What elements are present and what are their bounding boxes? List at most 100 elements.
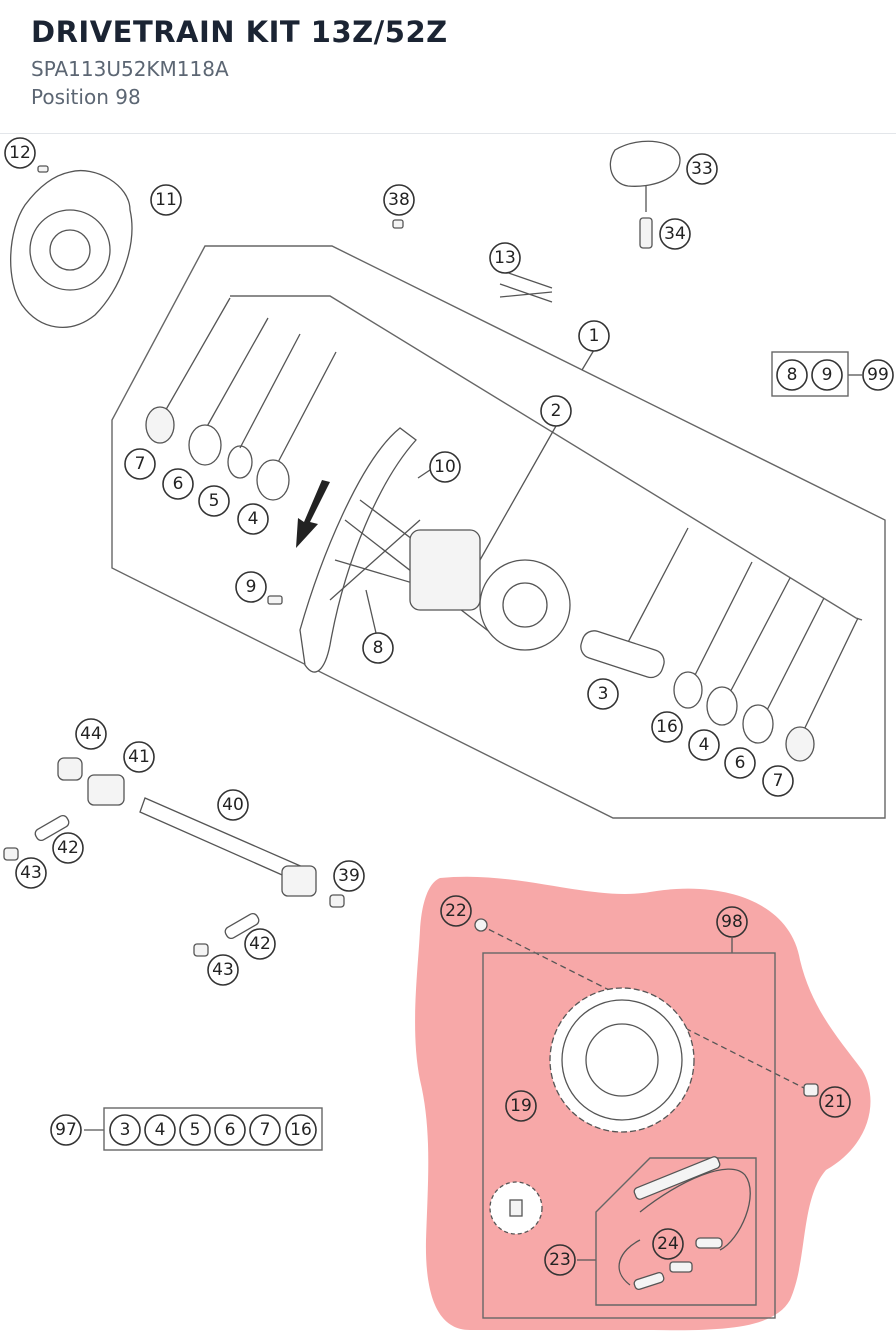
callout-40[interactable]: 40	[217, 789, 249, 821]
callout-5[interactable]: 5	[198, 485, 230, 517]
callout-12[interactable]: 12	[4, 137, 36, 169]
svg-text:21: 21	[824, 1092, 846, 1112]
callout-16[interactable]: 16	[651, 711, 683, 743]
callout-24[interactable]: 24	[652, 1228, 684, 1260]
distance-ring	[673, 671, 703, 709]
callout-44[interactable]: 44	[75, 718, 107, 750]
callout-6-right[interactable]: 6	[724, 747, 756, 779]
svg-text:11: 11	[155, 190, 177, 210]
svg-text:7: 7	[135, 454, 146, 474]
callout-3[interactable]: 3	[587, 678, 619, 710]
callout-34[interactable]: 34	[659, 218, 691, 250]
svg-text:9: 9	[822, 365, 833, 385]
callout-7-right[interactable]: 7	[762, 765, 794, 797]
callout-33[interactable]: 33	[686, 153, 718, 185]
svg-text:6: 6	[173, 474, 184, 494]
group-99-label[interactable]: 99	[862, 359, 894, 391]
callout-38[interactable]: 38	[383, 184, 415, 216]
svg-text:4: 4	[248, 509, 259, 529]
svg-text:3: 3	[598, 684, 609, 704]
sprocket-bolt	[474, 918, 488, 932]
sprocket-nut	[803, 1083, 819, 1097]
callout-6-left[interactable]: 6	[162, 468, 194, 500]
svg-text:3: 3	[120, 1120, 131, 1140]
chain-box	[595, 1157, 757, 1306]
svg-text:44: 44	[80, 724, 102, 744]
svg-text:40: 40	[222, 795, 244, 815]
svg-text:42: 42	[249, 934, 271, 954]
callout-1[interactable]: 1	[578, 320, 610, 352]
spacer-left	[145, 406, 175, 444]
svg-text:9: 9	[246, 577, 257, 597]
bearing-left	[256, 459, 290, 501]
callout-21[interactable]: 21	[819, 1086, 851, 1118]
chain-link	[669, 1261, 693, 1273]
group-97-item[interactable]: 3	[109, 1114, 141, 1146]
seal-right	[742, 704, 774, 744]
callout-9[interactable]: 9	[235, 571, 267, 603]
callout-43-left[interactable]: 43	[15, 857, 47, 889]
group-97-item[interactable]: 7	[249, 1114, 281, 1146]
svg-text:6: 6	[225, 1120, 236, 1140]
callout-41[interactable]: 41	[123, 741, 155, 773]
group-97-item[interactable]: 16	[285, 1114, 317, 1146]
svg-text:8: 8	[787, 365, 798, 385]
group-97-item[interactable]: 5	[179, 1114, 211, 1146]
group-97-box	[103, 1107, 323, 1151]
svg-text:19: 19	[510, 1096, 532, 1116]
svg-text:7: 7	[260, 1120, 271, 1140]
callout-13[interactable]: 13	[489, 242, 521, 274]
adjuster-screw-right	[224, 912, 260, 940]
bearing-group-frame	[230, 295, 863, 621]
group-97-label[interactable]: 97	[50, 1114, 82, 1146]
callout-98[interactable]: 98	[716, 906, 748, 938]
chain-guide	[609, 140, 681, 212]
front-sprocket	[489, 1181, 543, 1235]
callout-43-right[interactable]: 43	[207, 954, 239, 986]
callout-10[interactable]: 10	[429, 451, 461, 483]
group-97-item[interactable]: 6	[214, 1114, 246, 1146]
callout-7-left[interactable]: 7	[124, 448, 156, 480]
callout-4-right[interactable]: 4	[688, 729, 720, 761]
group-99-item[interactable]: 9	[811, 359, 843, 391]
rear-sprocket	[549, 987, 695, 1133]
svg-text:2: 2	[551, 401, 562, 421]
adjuster-screw-left	[34, 814, 70, 842]
svg-text:99: 99	[867, 365, 889, 385]
svg-text:98: 98	[721, 912, 743, 932]
circlip-left	[227, 445, 253, 479]
callout-39[interactable]: 39	[333, 860, 365, 892]
drive-chain	[618, 1156, 751, 1291]
callout-4-left[interactable]: 4	[237, 503, 269, 535]
svg-text:10: 10	[434, 457, 456, 477]
svg-text:39: 39	[338, 866, 360, 886]
callout-42-left[interactable]: 42	[52, 832, 84, 864]
svg-text:5: 5	[190, 1120, 201, 1140]
svg-text:5: 5	[209, 491, 220, 511]
svg-text:38: 38	[388, 190, 410, 210]
callout-22[interactable]: 22	[440, 895, 472, 927]
callout-19[interactable]: 19	[505, 1090, 537, 1122]
group-97-item[interactable]: 4	[144, 1114, 176, 1146]
chain-adjuster-right	[281, 865, 317, 897]
svg-text:16: 16	[656, 717, 678, 737]
callout-11[interactable]: 11	[150, 184, 182, 216]
svg-text:41: 41	[128, 747, 150, 767]
svg-text:12: 12	[9, 143, 31, 163]
nut-38	[392, 219, 404, 229]
callout-23[interactable]: 23	[544, 1244, 576, 1276]
brake-disc	[10, 170, 133, 328]
callout-8[interactable]: 8	[362, 632, 394, 664]
nut-right	[193, 943, 209, 957]
part-number: SPA113U52KM118A	[31, 57, 229, 81]
svg-text:24: 24	[657, 1234, 679, 1254]
rotation-arrow	[296, 480, 330, 548]
svg-text:43: 43	[20, 863, 42, 883]
svg-text:16: 16	[290, 1120, 312, 1140]
guide-screw	[639, 217, 653, 249]
group-99-item[interactable]: 8	[776, 359, 808, 391]
svg-text:6: 6	[735, 753, 746, 773]
bearing-right	[706, 686, 738, 726]
callout-2[interactable]: 2	[540, 395, 572, 427]
callout-42-right[interactable]: 42	[244, 928, 276, 960]
